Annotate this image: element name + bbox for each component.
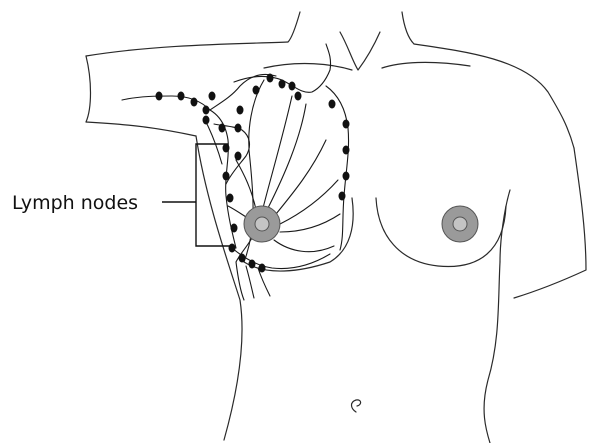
node [329, 100, 336, 109]
node [339, 192, 346, 201]
left-clavicle [264, 64, 352, 70]
node [191, 98, 198, 107]
lymphatic-vessels [122, 44, 349, 300]
descending-vessel-3 [258, 268, 270, 296]
node [229, 244, 236, 253]
radial-vessel-1 [262, 96, 292, 212]
lymph-nodes-bracket [196, 144, 232, 246]
left-nipple [244, 206, 280, 242]
node [235, 152, 242, 161]
left-arm-top [86, 56, 91, 122]
node [203, 106, 210, 115]
node [203, 116, 210, 125]
right-clavicle [382, 62, 470, 68]
node [343, 120, 350, 129]
node [289, 82, 296, 91]
node [239, 254, 246, 263]
node [343, 146, 350, 155]
node [249, 260, 256, 269]
node [223, 172, 230, 181]
node [253, 86, 260, 95]
left-torso [196, 136, 242, 440]
node [223, 144, 230, 153]
lymph-nodes-label: Lymph nodes [12, 192, 138, 214]
left-arm-under [86, 122, 196, 136]
node [259, 264, 266, 273]
lymph-node-dots [156, 74, 350, 273]
right-nipple [442, 206, 478, 242]
internal-mammary [326, 86, 349, 250]
descending-vessel-1 [236, 262, 244, 300]
node [267, 74, 274, 83]
right-armpit [500, 190, 510, 262]
navel [352, 400, 361, 412]
radial-vessel-2 [268, 104, 306, 208]
node [237, 106, 244, 115]
node [156, 92, 163, 101]
radial-vessel-6 [274, 240, 334, 252]
lymph-nodes-callout: Lymph nodes [12, 144, 232, 246]
radial-vessel-3 [276, 140, 326, 214]
left-shoulder [86, 42, 288, 56]
node [227, 194, 234, 203]
axilla-vessel-2 [210, 74, 276, 110]
right-torso [484, 262, 500, 443]
body-outline [86, 12, 586, 443]
node [231, 224, 238, 233]
descending-vessel-2 [246, 266, 254, 298]
node [178, 92, 185, 101]
right-shoulder [414, 44, 574, 148]
neck-left [288, 12, 300, 42]
node [209, 92, 216, 101]
node [219, 124, 226, 133]
node [343, 172, 350, 181]
sternal-notch [340, 32, 380, 70]
right-breast [376, 198, 506, 267]
right-arm [514, 148, 586, 298]
node [235, 124, 242, 133]
node [279, 80, 286, 89]
neck-right [402, 12, 414, 44]
radial-vessel-5 [280, 214, 340, 232]
radial-vessel-4 [280, 180, 338, 224]
node [295, 92, 302, 101]
